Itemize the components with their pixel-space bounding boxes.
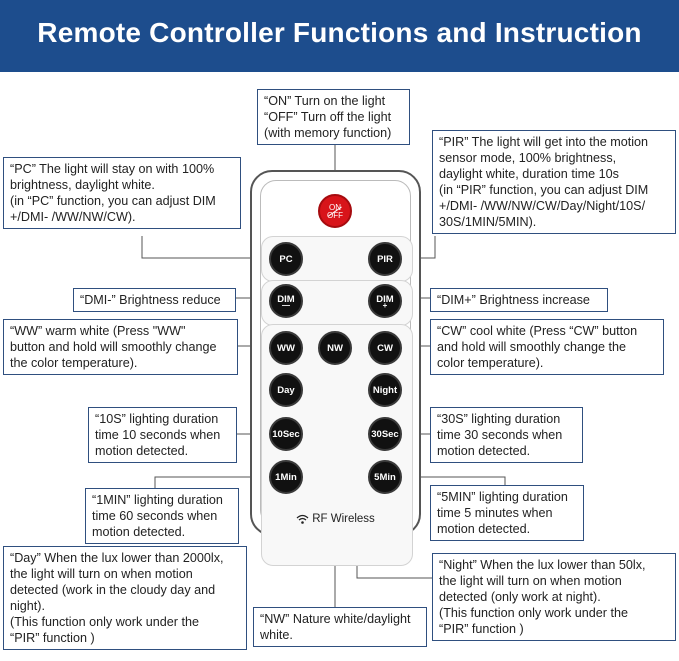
- callout-line: “DIM+” Brightness increase: [437, 293, 590, 307]
- pc-button[interactable]: PC: [269, 242, 303, 276]
- callout-pc: “PC” The light will stay on with 100% br…: [3, 157, 241, 229]
- cw-label: CW: [377, 342, 393, 354]
- callout-line: “10S” lighting duration: [95, 412, 219, 426]
- callout-line: “1MIN” lighting duration: [92, 493, 223, 507]
- on-off-button[interactable]: ON OFF: [318, 194, 352, 228]
- callout-1min: “1MIN” lighting duration time 60 seconds…: [85, 488, 239, 544]
- callout-line: “5MIN” lighting duration: [437, 490, 568, 504]
- callout-line: motion detected.: [95, 444, 189, 458]
- callout-line: +/DMI- /WW/NW/CW).: [10, 210, 136, 224]
- dim-minus-button[interactable]: DIM —: [269, 284, 303, 318]
- callout-line: motion detected.: [92, 525, 186, 539]
- callout-line: “Night” When the lux lower than 50lx,: [439, 558, 646, 572]
- callout-line: and hold will smoothly change the: [437, 340, 627, 354]
- callout-line: time 10 seconds when: [95, 428, 221, 442]
- 10sec-button[interactable]: 10Sec: [269, 417, 303, 451]
- on-label: ON: [329, 202, 341, 212]
- callout-night: “Night” When the lux lower than 50lx, th…: [432, 553, 676, 641]
- callout-line: motion detected.: [437, 444, 531, 458]
- header-banner: Remote Controller Functions and Instruct…: [0, 0, 679, 72]
- callout-line: “PIR” function ): [439, 622, 524, 636]
- callout-5min: “5MIN” lighting duration time 5 minutes …: [430, 485, 584, 541]
- callout-line: button and hold will smoothly change: [10, 340, 217, 354]
- callout-dim-plus: “DIM+” Brightness increase: [430, 288, 608, 312]
- callout-30s: “30S” lighting duration time 30 seconds …: [430, 407, 583, 463]
- callout-line: “Day” When the lux lower than 2000lx,: [10, 551, 224, 565]
- callout-line: the color temperature).: [10, 356, 138, 370]
- minus-icon: —: [282, 300, 290, 310]
- callout-line: (in “PIR” function, you can adjust DIM: [439, 183, 649, 197]
- callout-pir: “PIR” The light will get into the motion…: [432, 130, 676, 234]
- 1min-button[interactable]: 1Min: [269, 460, 303, 494]
- callout-line: (with memory function): [264, 126, 392, 140]
- callout-line: “30S” lighting duration: [437, 412, 561, 426]
- remote-control: ON OFF PC PIR DIM — DIM + WW NW CW Day N…: [250, 170, 421, 566]
- callout-line: (This function only work under the: [439, 606, 628, 620]
- callout-10s: “10S” lighting duration time 10 seconds …: [88, 407, 237, 463]
- 30sec-button[interactable]: 30Sec: [368, 417, 402, 451]
- callout-line: (This function only work under the: [10, 615, 199, 629]
- callout-line: time 5 minutes when: [437, 506, 553, 520]
- nw-button[interactable]: NW: [318, 331, 352, 365]
- callout-line: night).: [10, 599, 46, 613]
- callout-cw: “CW” cool white (Press “CW” button and h…: [430, 319, 664, 375]
- page-title: Remote Controller Functions and Instruct…: [37, 17, 642, 48]
- callout-line: “OFF” Turn off the light: [264, 110, 392, 124]
- callout-line: “ON” Turn on the light: [264, 94, 386, 108]
- callout-ww: “WW” warm white (Press "WW" button and h…: [3, 319, 238, 375]
- dim-plus-button[interactable]: DIM +: [368, 284, 402, 318]
- callout-line: time 60 seconds when: [92, 509, 218, 523]
- callout-line: 30S/1MIN/5MIN).: [439, 215, 537, 229]
- callout-line: motion detected.: [437, 522, 531, 536]
- ww-button[interactable]: WW: [269, 331, 303, 365]
- callout-nw: “NW” Nature white/daylight white.: [253, 607, 427, 647]
- callout-line: “CW” cool white (Press “CW” button: [437, 324, 638, 338]
- callout-line: detected (work in the cloudy day and: [10, 583, 216, 597]
- callout-line: daylight white, duration time 10s: [439, 167, 619, 181]
- callout-line: “NW” Nature white/daylight: [260, 612, 411, 626]
- callout-line: the light will turn on when motion: [10, 567, 193, 581]
- callout-line: time 30 seconds when: [437, 428, 563, 442]
- callout-line: “WW” warm white (Press "WW": [10, 324, 186, 338]
- callout-on-off: “ON” Turn on the light “OFF” Turn off th…: [257, 89, 410, 145]
- pir-button[interactable]: PIR: [368, 242, 402, 276]
- callout-line: brightness, daylight white.: [10, 178, 155, 192]
- brand-label: RF Wireless: [312, 513, 375, 525]
- callout-line: (in “PC” function, you can adjust DIM: [10, 194, 216, 208]
- callout-line: white.: [260, 628, 293, 642]
- callout-line: detected (only work at night).: [439, 590, 601, 604]
- callout-line: “PC” The light will stay on with 100%: [10, 162, 215, 176]
- dim-minus-label: DIM: [277, 293, 295, 305]
- callout-dmi-minus: “DMI-” Brightness reduce: [73, 288, 236, 312]
- day-button[interactable]: Day: [269, 373, 303, 407]
- wifi-icon: [296, 514, 309, 524]
- callout-line: color temperature).: [437, 356, 544, 370]
- callout-line: “PIR” function ): [10, 631, 95, 645]
- ww-label: WW: [277, 342, 295, 354]
- callout-line: “DMI-” Brightness reduce: [80, 293, 221, 307]
- plus-icon: +: [382, 300, 388, 310]
- callout-day: “Day” When the lux lower than 2000lx, th…: [3, 546, 247, 650]
- 5min-button[interactable]: 5Min: [368, 460, 402, 494]
- cw-button[interactable]: CW: [368, 331, 402, 365]
- night-button[interactable]: Night: [368, 373, 402, 407]
- off-label: OFF: [327, 210, 343, 220]
- callout-line: +/DMI- /WW/NW/CW/Day/Night/10S/: [439, 199, 646, 213]
- callout-line: “PIR” The light will get into the motion: [439, 135, 649, 149]
- callout-line: the light will turn on when motion: [439, 574, 622, 588]
- dim-plus-label: DIM: [376, 293, 394, 305]
- callout-line: sensor mode, 100% brightness,: [439, 151, 617, 165]
- remote-brand: RF Wireless: [252, 513, 419, 525]
